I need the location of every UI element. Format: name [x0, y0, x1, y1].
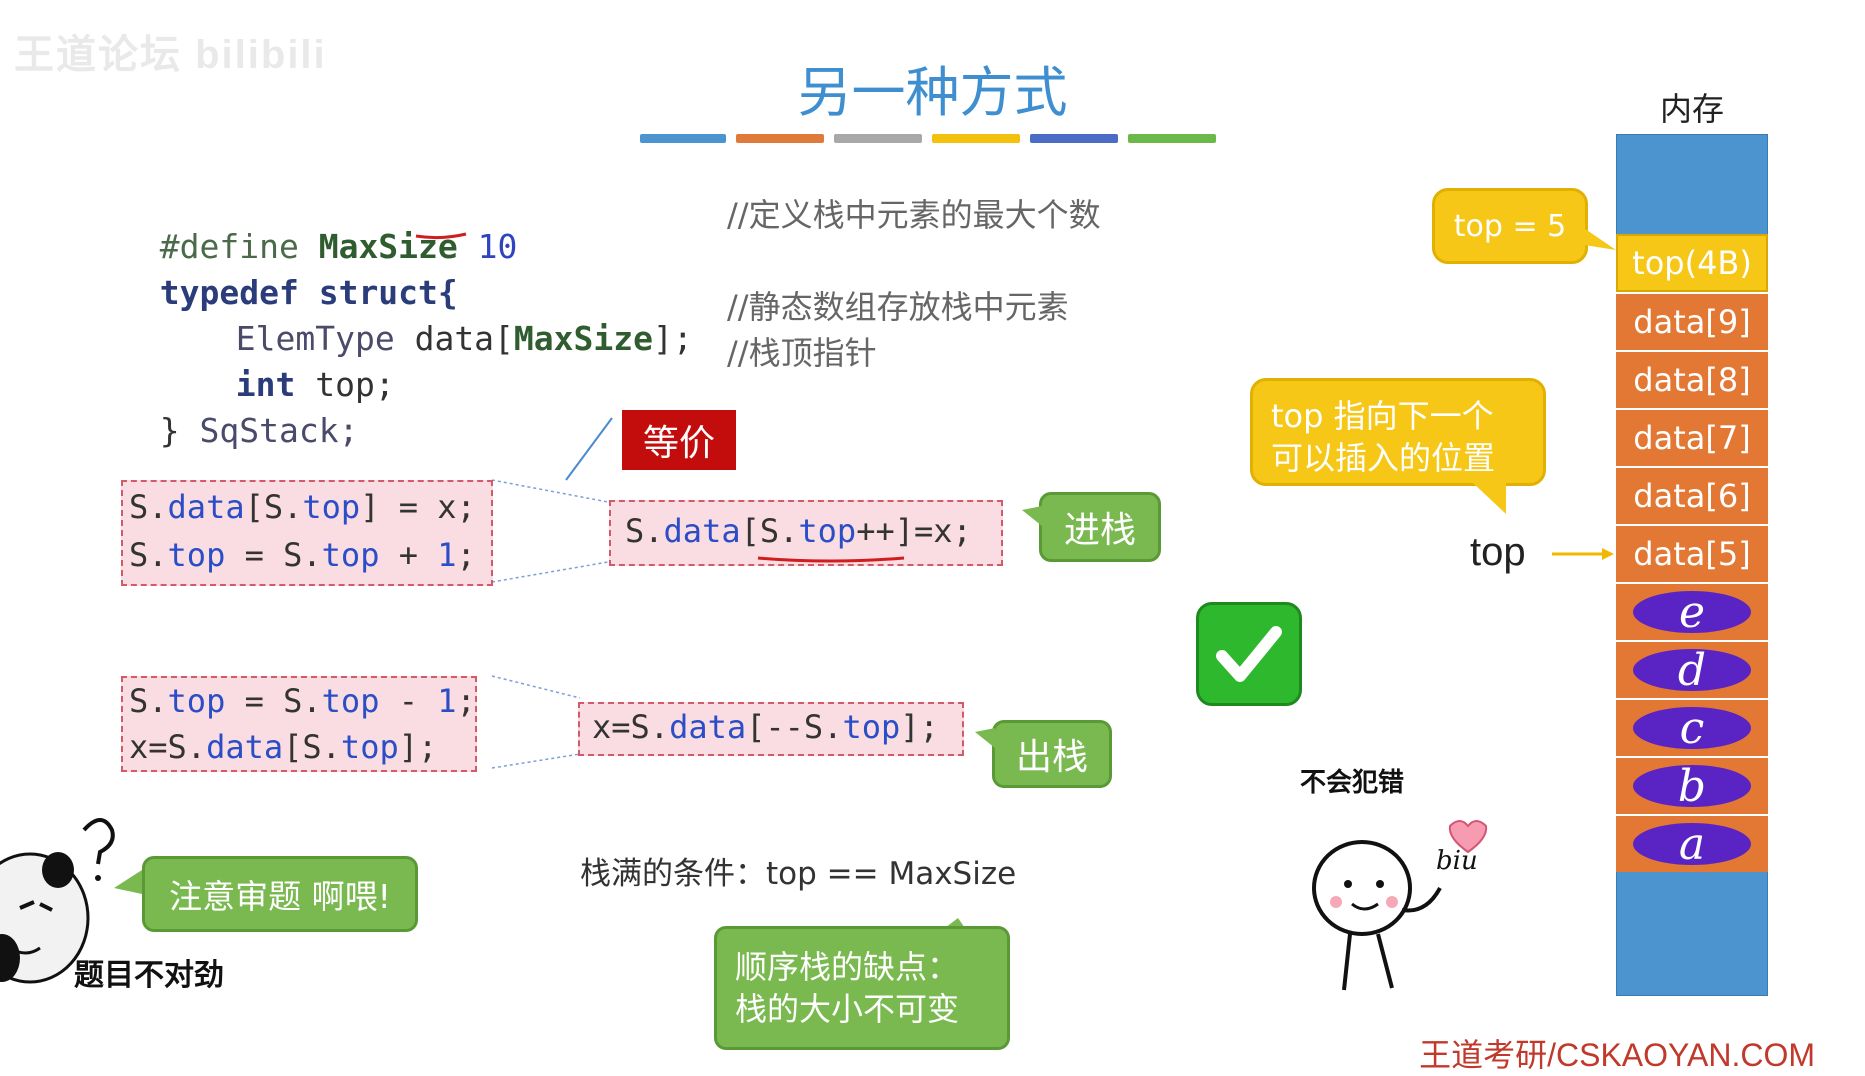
memory-data-cell-7: data[7] [1616, 408, 1768, 466]
equivalent-pointer-line [565, 417, 613, 481]
code-data-close: ]; [653, 319, 693, 358]
code-top-field: top; [315, 365, 395, 404]
top-equals-bubble-tail [1578, 224, 1616, 250]
push-label-bubble: 进栈 [1039, 492, 1161, 562]
code-typedef-keyword: typedef [159, 273, 299, 312]
push-code-box-right: S.data[S.top++]=x; [609, 500, 1003, 566]
title-bar-segment-4 [932, 134, 1020, 143]
check-icon [1196, 602, 1302, 706]
note-bubble-tail [114, 870, 142, 894]
element-d: d [1633, 645, 1751, 696]
pop-code-box-right: x=S.data[--S.top]; [578, 702, 964, 756]
top-meaning-line1: top 指向下一个 [1271, 397, 1494, 435]
comment-data: //静态数组存放栈中元素 [727, 288, 1069, 326]
drawback-line1: 顺序栈的缺点： [735, 948, 960, 986]
pop-code-box-left: S.top = S.top - 1; x=S.data[S.top]; [121, 676, 477, 772]
top-pointer-label: top [1470, 530, 1526, 574]
push-left-line1: S.data[S.top] = x; [129, 488, 476, 526]
push-right-line: S.data[S.top++]=x; [625, 512, 972, 550]
pop-right-line: x=S.data[--S.top]; [592, 708, 939, 746]
top-meaning-line2: 可以插入的位置 [1271, 439, 1496, 477]
memory-data-cell-5: data[5] [1616, 524, 1768, 582]
pop-label-bubble: 出栈 [992, 720, 1112, 788]
memory-header: 内存 [1660, 90, 1725, 128]
memory-data-cell-8: data[8] [1616, 350, 1768, 408]
code-int-keyword: int [235, 365, 296, 404]
element-e: e [1633, 587, 1751, 638]
code-close-brace: } [159, 411, 180, 450]
title-bar-segment-1 [640, 134, 726, 143]
memory-data-cell-6: data[6] [1616, 466, 1768, 524]
push-code-box-left: S.data[S.top] = x; S.top = S.top + 1; [121, 480, 493, 586]
code-struct-keyword: struct{ [318, 273, 458, 312]
title-bar-segment-6 [1128, 134, 1216, 143]
memory-data-cell-9: data[9] [1616, 292, 1768, 350]
watermark: 王道论坛 bilibili [14, 33, 327, 77]
element-b: b [1633, 761, 1751, 812]
title-bar-segment-2 [736, 134, 824, 143]
code-maxsize-name: MaxSize [318, 227, 458, 266]
code-elemtype: ElemType [235, 319, 395, 358]
top-meaning-bubble: top 指向下一个 可以插入的位置 [1250, 378, 1546, 486]
title-bar-segment-3 [834, 134, 922, 143]
element-a: a [1633, 819, 1751, 870]
memory-element-cell-a: a [1616, 814, 1768, 872]
equivalent-label: 等价 [622, 410, 736, 470]
note-bubble: 注意审题 啊喂! [142, 856, 418, 932]
code-line-close: } SqStack; [120, 372, 359, 450]
code-line-data: ElemType data[MaxSize]; [196, 280, 693, 358]
push-bubble-tail [1022, 506, 1042, 526]
pop-bubble-tail [975, 728, 995, 748]
memory-element-cell-d: d [1616, 640, 1768, 698]
cartoon-character-icon [1312, 820, 1488, 991]
code-data-array: data[ [414, 319, 514, 358]
code-line-define: #define MaxSize 10 [120, 188, 518, 266]
comment-maxsize: //定义栈中元素的最大个数 [727, 196, 1101, 234]
stack-full-condition: 栈满的条件：top == MaxSize [580, 856, 1017, 892]
comment-top: //栈顶指针 [727, 334, 877, 372]
never-wrong-label: 不会犯错 [1300, 768, 1405, 798]
top-meaning-bubble-tail [1472, 482, 1506, 514]
code-data-size: MaxSize [513, 319, 653, 358]
biu-label: biu [1436, 846, 1478, 876]
panda-face-icon [0, 818, 115, 984]
top-pointer-arrow [1552, 548, 1614, 560]
push-left-line2: S.top = S.top + 1; [129, 536, 476, 574]
footer-brand: 王道考研/CSKAOYAN.COM [1419, 1037, 1815, 1073]
pop-left-line2: x=S.data[S.top]; [129, 728, 438, 766]
memory-top-cell: top(4B) [1616, 234, 1768, 292]
code-line-typedef: typedef struct{ [120, 234, 458, 312]
drawback-bubble: 顺序栈的缺点： 栈的大小不可变 [714, 926, 1010, 1050]
maxsize-underline [415, 232, 467, 240]
memory-element-cell-c: c [1616, 698, 1768, 756]
code-sqstack-name: SqStack; [199, 411, 359, 450]
pop-left-line1: S.top = S.top - 1; [129, 682, 476, 720]
wrong-question-label: 题目不对劲 [74, 958, 224, 993]
title-bar-segment-5 [1030, 134, 1118, 143]
connector-lines [491, 479, 609, 769]
page-title: 另一种方式 [797, 61, 1068, 124]
element-c: c [1633, 703, 1751, 754]
code-line-top: int top; [196, 326, 395, 404]
code-maxsize-value: 10 [477, 227, 518, 266]
memory-element-cell-e: e [1616, 582, 1768, 640]
push-underline [757, 556, 905, 563]
drawback-line2: 栈的大小不可变 [735, 990, 960, 1028]
top-equals-bubble: top = 5 [1432, 188, 1588, 264]
code-define-keyword: #define [159, 227, 299, 266]
memory-element-cell-b: b [1616, 756, 1768, 814]
